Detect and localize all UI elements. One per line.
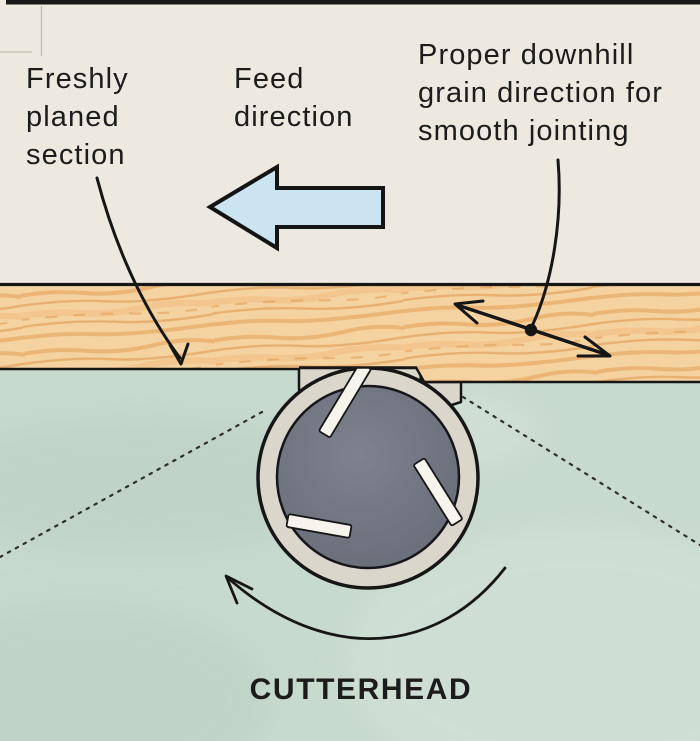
grain-direction-label: Proper downhill grain direction for smoo…: [418, 39, 663, 147]
grain-direction-arrow: [453, 158, 612, 358]
freshly-planed-label: Freshly planed section: [26, 63, 129, 171]
cutterhead-knives: [285, 362, 463, 539]
grain-leader-line: [531, 158, 561, 326]
wood-board: [0, 282, 700, 384]
board-cut-step: [299, 366, 426, 383]
feed-direction-label: Feed direction: [234, 63, 354, 133]
grain-arrow-shaft: [455, 303, 610, 357]
knife-blade-bottom: [285, 513, 353, 539]
grain-arrowhead-right: [576, 335, 612, 358]
freshly-planed-leader-arrow: [95, 176, 190, 366]
knife-blade-right: [413, 457, 463, 527]
feed-direction-arrow: [206, 163, 385, 252]
table-gap-dotted-lines: [0, 395, 700, 559]
cutterhead: [256, 362, 480, 590]
rotation-arrow: [224, 566, 507, 640]
grain-arrowhead-left: [453, 299, 485, 325]
registration-marks: [0, 6, 43, 56]
top-border-bar: [6, 0, 700, 5]
dotted-line-right: [461, 395, 700, 547]
cutterhead-label: CUTTERHEAD: [249, 673, 473, 706]
